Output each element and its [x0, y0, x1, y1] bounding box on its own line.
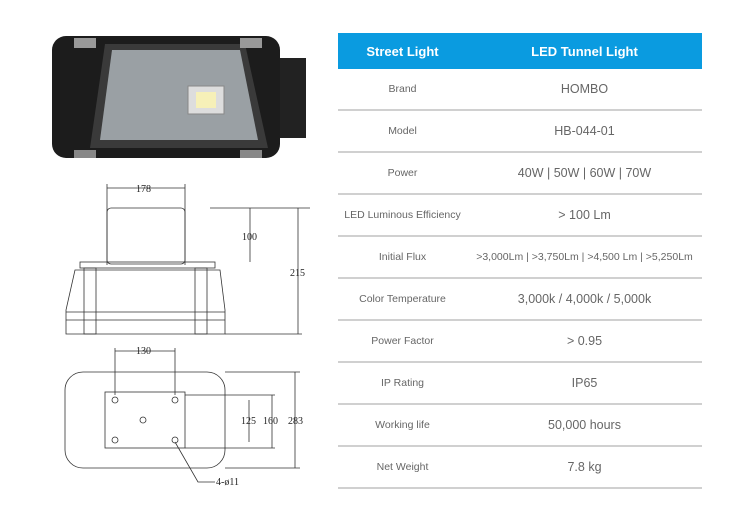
dim-215: 215 [290, 268, 305, 279]
row-value: IP65 [467, 362, 702, 405]
row-label: Net Weight [338, 446, 467, 489]
spec-header: Street Light LED Tunnel Light [338, 33, 702, 69]
row-value: HB-044-01 [467, 110, 702, 153]
row-value: 50,000 hours [467, 404, 702, 447]
row-value: > 100 Lm [467, 194, 702, 237]
dim-100: 100 [242, 232, 257, 243]
table-row: Power Factor> 0.95 [338, 320, 702, 363]
row-value: >3,000Lm | >3,750Lm | >4,500 Lm | >5,250… [467, 236, 702, 279]
header-right: LED Tunnel Light [467, 33, 702, 69]
row-value: HOMBO [467, 69, 702, 111]
table-row: LED Luminous Efficiency> 100 Lm [338, 194, 702, 237]
row-label: Power [338, 152, 467, 195]
row-label: IP Rating [338, 362, 467, 405]
row-value: 40W | 50W | 60W | 70W [467, 152, 702, 195]
dim-hole: 4-ø11 [216, 477, 239, 488]
row-value: 3,000k / 4,000k / 5,000k [467, 278, 702, 321]
header-left: Street Light [338, 33, 467, 69]
dim-160: 160 [263, 416, 278, 427]
row-label: Working life [338, 404, 467, 447]
dimension-drawing: 178 100 215 130 125 160 283 4-ø11 [64, 184, 310, 488]
dim-178: 178 [136, 184, 151, 195]
row-label: Brand [338, 69, 467, 111]
table-row: Initial Flux>3,000Lm | >3,750Lm | >4,500… [338, 236, 702, 279]
row-label: LED Luminous Efficiency [338, 194, 467, 237]
row-label: Model [338, 110, 467, 153]
row-value: > 0.95 [467, 320, 702, 363]
dim-130: 130 [136, 346, 151, 357]
row-label: Power Factor [338, 320, 467, 363]
row-label: Color Temperature [338, 278, 467, 321]
row-value: 7.8 kg [467, 446, 702, 489]
dim-125: 125 [241, 416, 256, 427]
dim-283: 283 [288, 416, 303, 427]
product-photo [52, 36, 306, 158]
row-label: Initial Flux [338, 236, 467, 279]
